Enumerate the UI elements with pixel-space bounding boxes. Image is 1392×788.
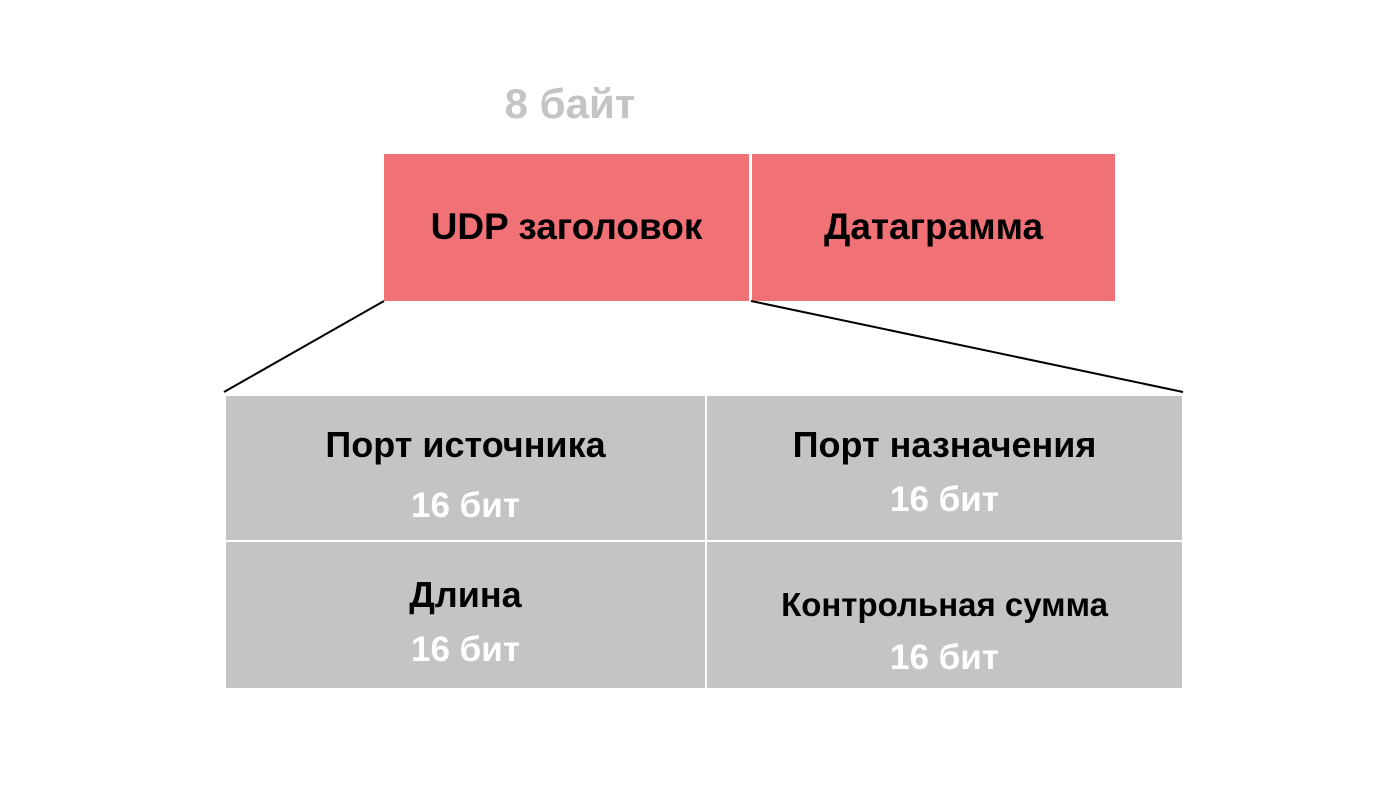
field-checksum: Контрольная сумма 16 бит [707,542,1182,688]
field-name: Порт назначения [792,424,1097,465]
field-length: Длина 16 бит [226,542,705,688]
left-expansion-line [223,300,385,393]
udp-header-block: UDP заголовок [384,154,749,301]
field-name: Контрольная сумма [781,586,1108,623]
field-source-port: Порт источника 16 бит [226,396,705,540]
field-size: 16 бит [890,480,999,519]
header-size-label: 8 байт [504,80,636,127]
field-size: 16 бит [411,486,520,525]
field-name: Порт источника [325,424,606,465]
udp-header-label: UDP заголовок [430,206,703,247]
field-destination-port: Порт назначения 16 бит [707,396,1182,540]
field-name: Длина [409,574,522,615]
field-size: 16 бит [890,638,999,677]
datagram-label: Датаграмма [823,206,1044,247]
right-expansion-line [750,300,1184,393]
datagram-block: Датаграмма [752,154,1115,301]
field-size: 16 бит [411,630,520,669]
